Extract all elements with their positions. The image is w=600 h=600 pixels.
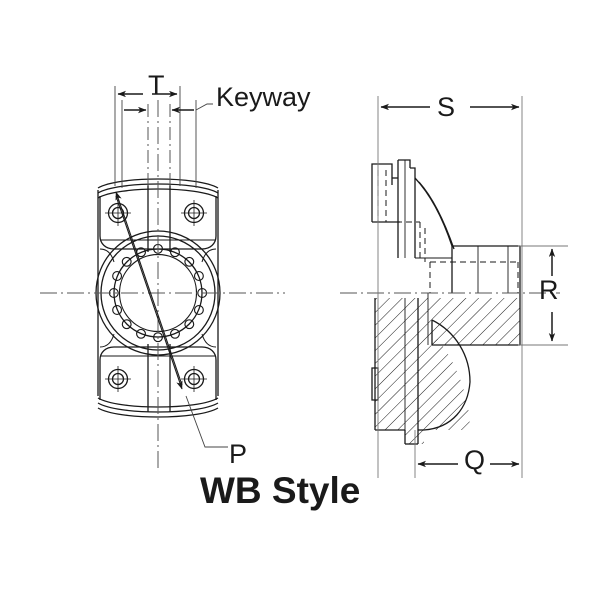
section-hatching: [375, 298, 520, 444]
end-view-centerlines: [40, 100, 285, 470]
side-view-centerlines: [340, 96, 568, 478]
keyway-slot: [147, 184, 171, 412]
bolt-hole-bottom-left: [105, 366, 131, 392]
bolt-hole-top-right: [181, 200, 207, 226]
keyway-label: Keyway: [216, 82, 311, 112]
dimension-keyway: [121, 100, 213, 188]
bolt-hole-top-left: [105, 200, 131, 226]
figure-title: WB Style: [200, 470, 361, 511]
bolt-hole-bottom-right: [181, 366, 207, 392]
side-view-upper-outline: [371, 159, 521, 293]
dimension-label-T: T: [148, 70, 165, 100]
dimension-T: [114, 86, 181, 186]
dimension-label-Q: Q: [464, 445, 486, 475]
dimension-label-P: P: [229, 439, 248, 469]
dimension-label-S: S: [437, 92, 456, 122]
dimension-P: [115, 191, 228, 448]
side-view-group: [371, 159, 521, 445]
dimension-label-R: R: [539, 275, 559, 305]
hub-blend-lines: [99, 248, 217, 348]
